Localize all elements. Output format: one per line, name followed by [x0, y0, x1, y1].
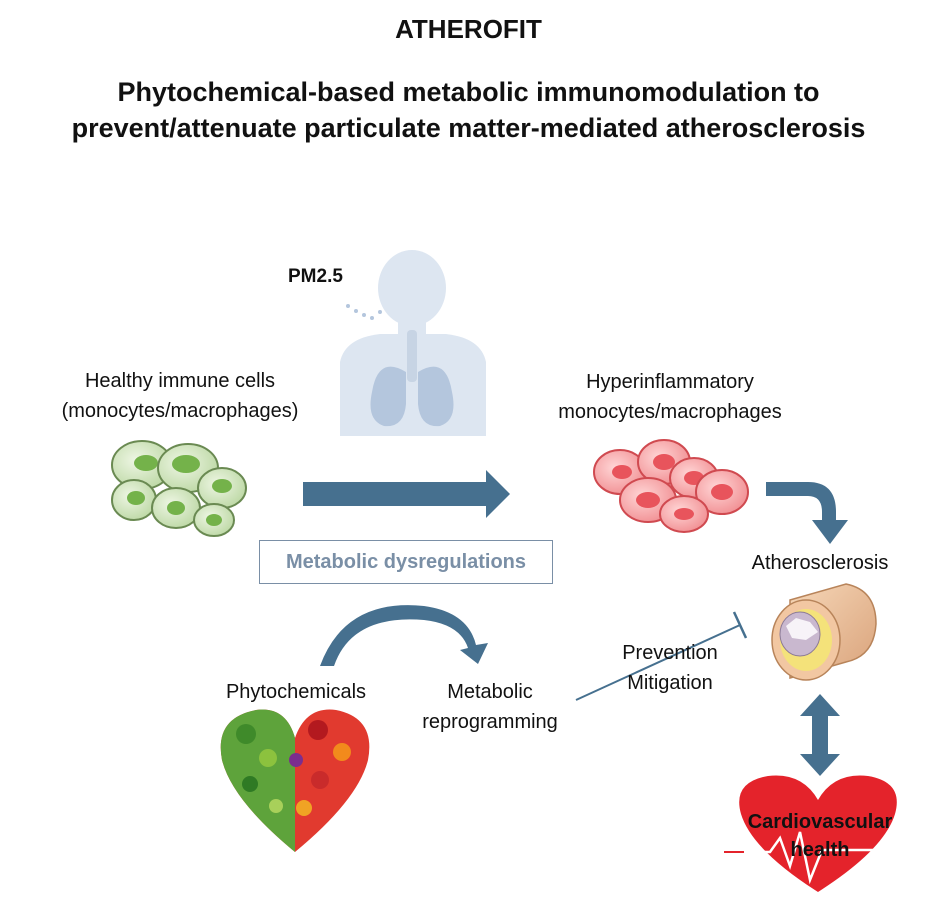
hyper-label-line-2: monocytes/macrophages: [558, 401, 782, 423]
atherosclerosis-label: Atherosclerosis: [751, 552, 889, 574]
cardio-line-1: Cardiovascular: [747, 811, 893, 833]
artery-plaque-icon: [771, 583, 877, 681]
metabolic-reprogramming-label: Metabolic reprogramming: [400, 677, 580, 737]
red-heart-icon: [724, 775, 920, 892]
subtitle-line-1: Phytochemical-based metabolic immunomodu…: [117, 77, 820, 107]
mitigation-line: Mitigation: [627, 672, 713, 694]
hyperinflammatory-label: Hyperinflammatory monocytes/macrophages: [520, 367, 820, 427]
metabolic-dysregulations-box: Metabolic dysregulations: [259, 540, 553, 584]
project-title: ATHEROFIT: [395, 14, 542, 44]
prevention-mitigation-label: Prevention Mitigation: [595, 638, 745, 698]
subtitle-line-2: prevent/attenuate particulate matter-med…: [71, 113, 866, 143]
prevention-line: Prevention: [622, 642, 718, 664]
diagram-subtitle: Phytochemical-based metabolic immunomodu…: [0, 74, 937, 146]
vegetable-heart-icon: [220, 709, 370, 852]
double-arrow: [800, 694, 840, 776]
cardiovascular-health-label: Cardiovascular health: [735, 808, 905, 864]
phytochemicals-label: Phytochemicals: [225, 681, 367, 703]
cardio-line-2: health: [790, 839, 850, 861]
reprogramming-line-2: reprogramming: [422, 711, 558, 733]
progression-arrow: [303, 470, 510, 518]
reprogramming-curve-arrow: [320, 605, 488, 666]
healthy-label-line-1: Healthy immune cells: [84, 370, 276, 392]
inhibition-line: [575, 611, 748, 701]
lungs-silhouette-icon: [340, 250, 486, 436]
reprogramming-line-1: Metabolic: [447, 681, 533, 703]
healthy-cells-icon: [111, 440, 247, 537]
athero-curve-arrow: [766, 482, 848, 544]
inflamed-cells-icon: [593, 439, 749, 533]
hyper-label-line-1: Hyperinflammatory: [586, 371, 754, 393]
pm25-label: PM2.5: [288, 266, 343, 287]
healthy-label-line-2: (monocytes/macrophages): [61, 400, 299, 422]
healthy-cells-label: Healthy immune cells (monocytes/macropha…: [10, 366, 350, 426]
